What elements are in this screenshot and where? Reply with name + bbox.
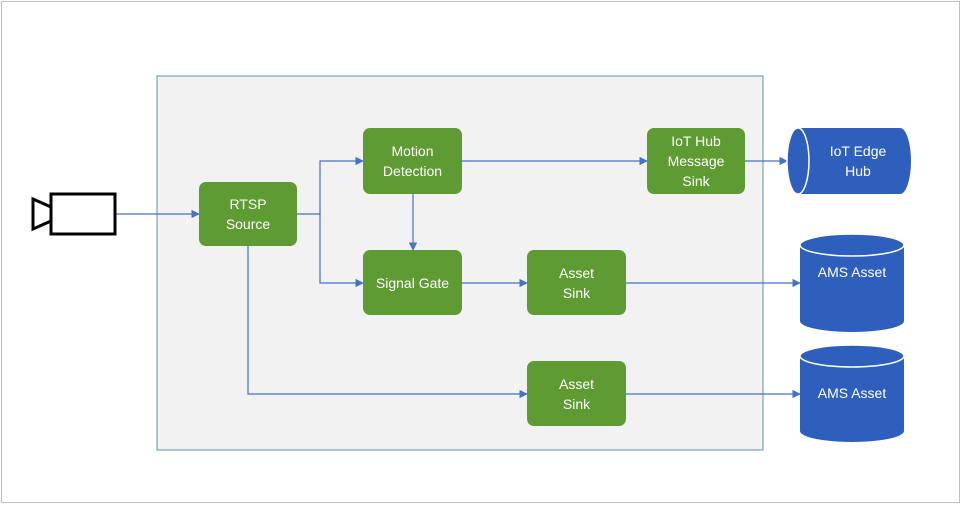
- node-label: Message: [668, 153, 725, 169]
- node-label: Sink: [563, 396, 591, 412]
- node-label: Detection: [383, 163, 442, 179]
- edge-rtsp-to-signal-gate: [319, 214, 364, 288]
- iot-edge-hub: IoT Edge Hub: [786, 127, 911, 195]
- node-iot-hub-message-sink[interactable]: IoT Hub Message Sink: [647, 128, 745, 194]
- edge-rtsp-to-asset-sink-bottom: [247, 246, 528, 399]
- node-signal-gate[interactable]: Signal Gate: [363, 250, 462, 315]
- node-label: Sink: [563, 285, 591, 301]
- node-label: AMS Asset: [818, 385, 887, 401]
- node-label: AMS Asset: [818, 264, 887, 280]
- edge-rtsp-to-motion: [297, 156, 364, 215]
- node-label: IoT Edge: [830, 143, 887, 159]
- node-rtsp-source[interactable]: RTSP Source: [199, 182, 297, 246]
- video-camera-icon: [31, 192, 117, 236]
- node-label: Sink: [682, 173, 710, 189]
- node-label: Hub: [845, 163, 871, 179]
- node-asset-sink-top[interactable]: Asset Sink: [527, 250, 626, 315]
- node-label: RTSP: [229, 196, 266, 212]
- node-asset-sink-bottom[interactable]: Asset Sink: [527, 361, 626, 426]
- node-label: Asset: [559, 376, 594, 392]
- node-motion-detection[interactable]: Motion Detection: [363, 128, 462, 194]
- node-label: IoT Hub: [671, 133, 721, 149]
- node-label: Source: [226, 216, 271, 232]
- node-label: Motion: [391, 143, 433, 159]
- connectors: [116, 156, 801, 399]
- ams-asset-top: AMS Asset: [799, 233, 905, 332]
- ams-asset-bottom: AMS Asset: [799, 344, 905, 442]
- node-label: Signal Gate: [376, 275, 449, 291]
- node-label: Asset: [559, 265, 594, 281]
